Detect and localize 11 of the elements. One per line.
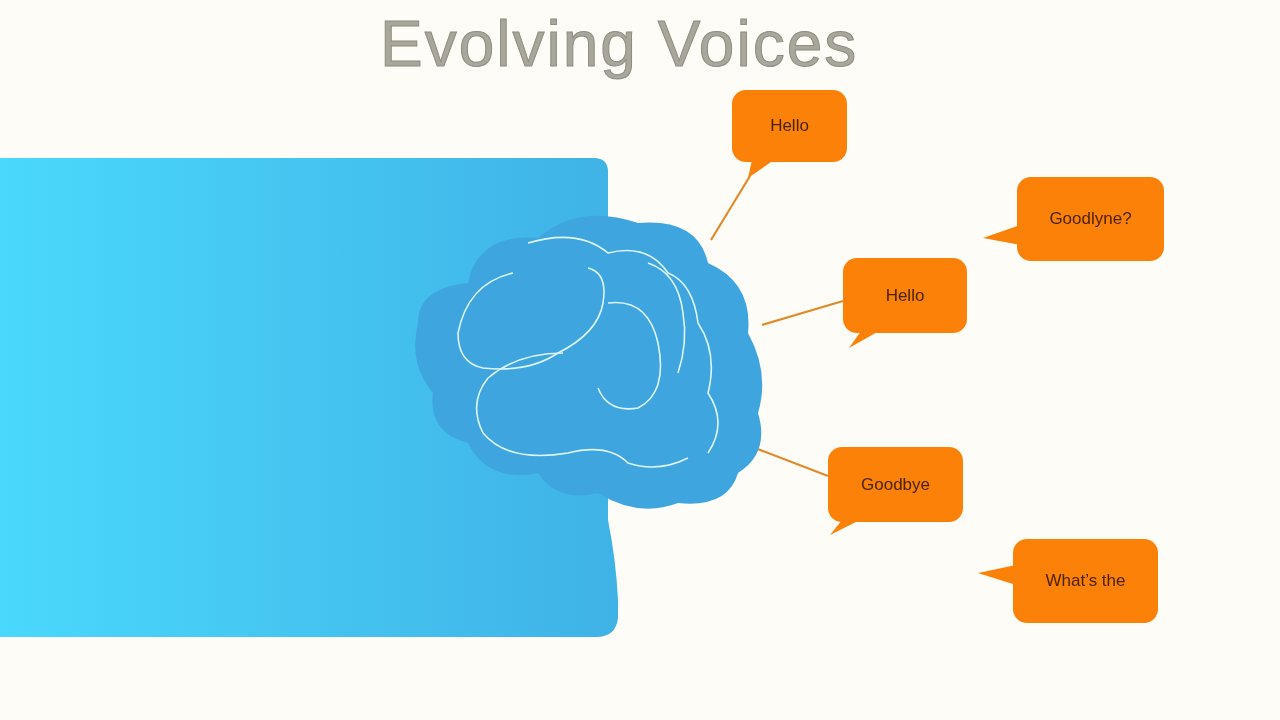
title: Evolving Voices (380, 8, 859, 80)
bubble-text: What’s the (1045, 571, 1126, 591)
speech-bubble (732, 90, 847, 178)
connector-line (761, 299, 844, 327)
speech-bubble (843, 258, 967, 350)
bubble-text: Goodbye (861, 474, 930, 495)
bubble-text: Goodlyne? (1049, 209, 1132, 229)
bubble-text: Hello (885, 285, 925, 306)
connector-line (710, 175, 751, 241)
bubble-text: Hello (770, 116, 809, 136)
speech-bubble (828, 447, 963, 537)
